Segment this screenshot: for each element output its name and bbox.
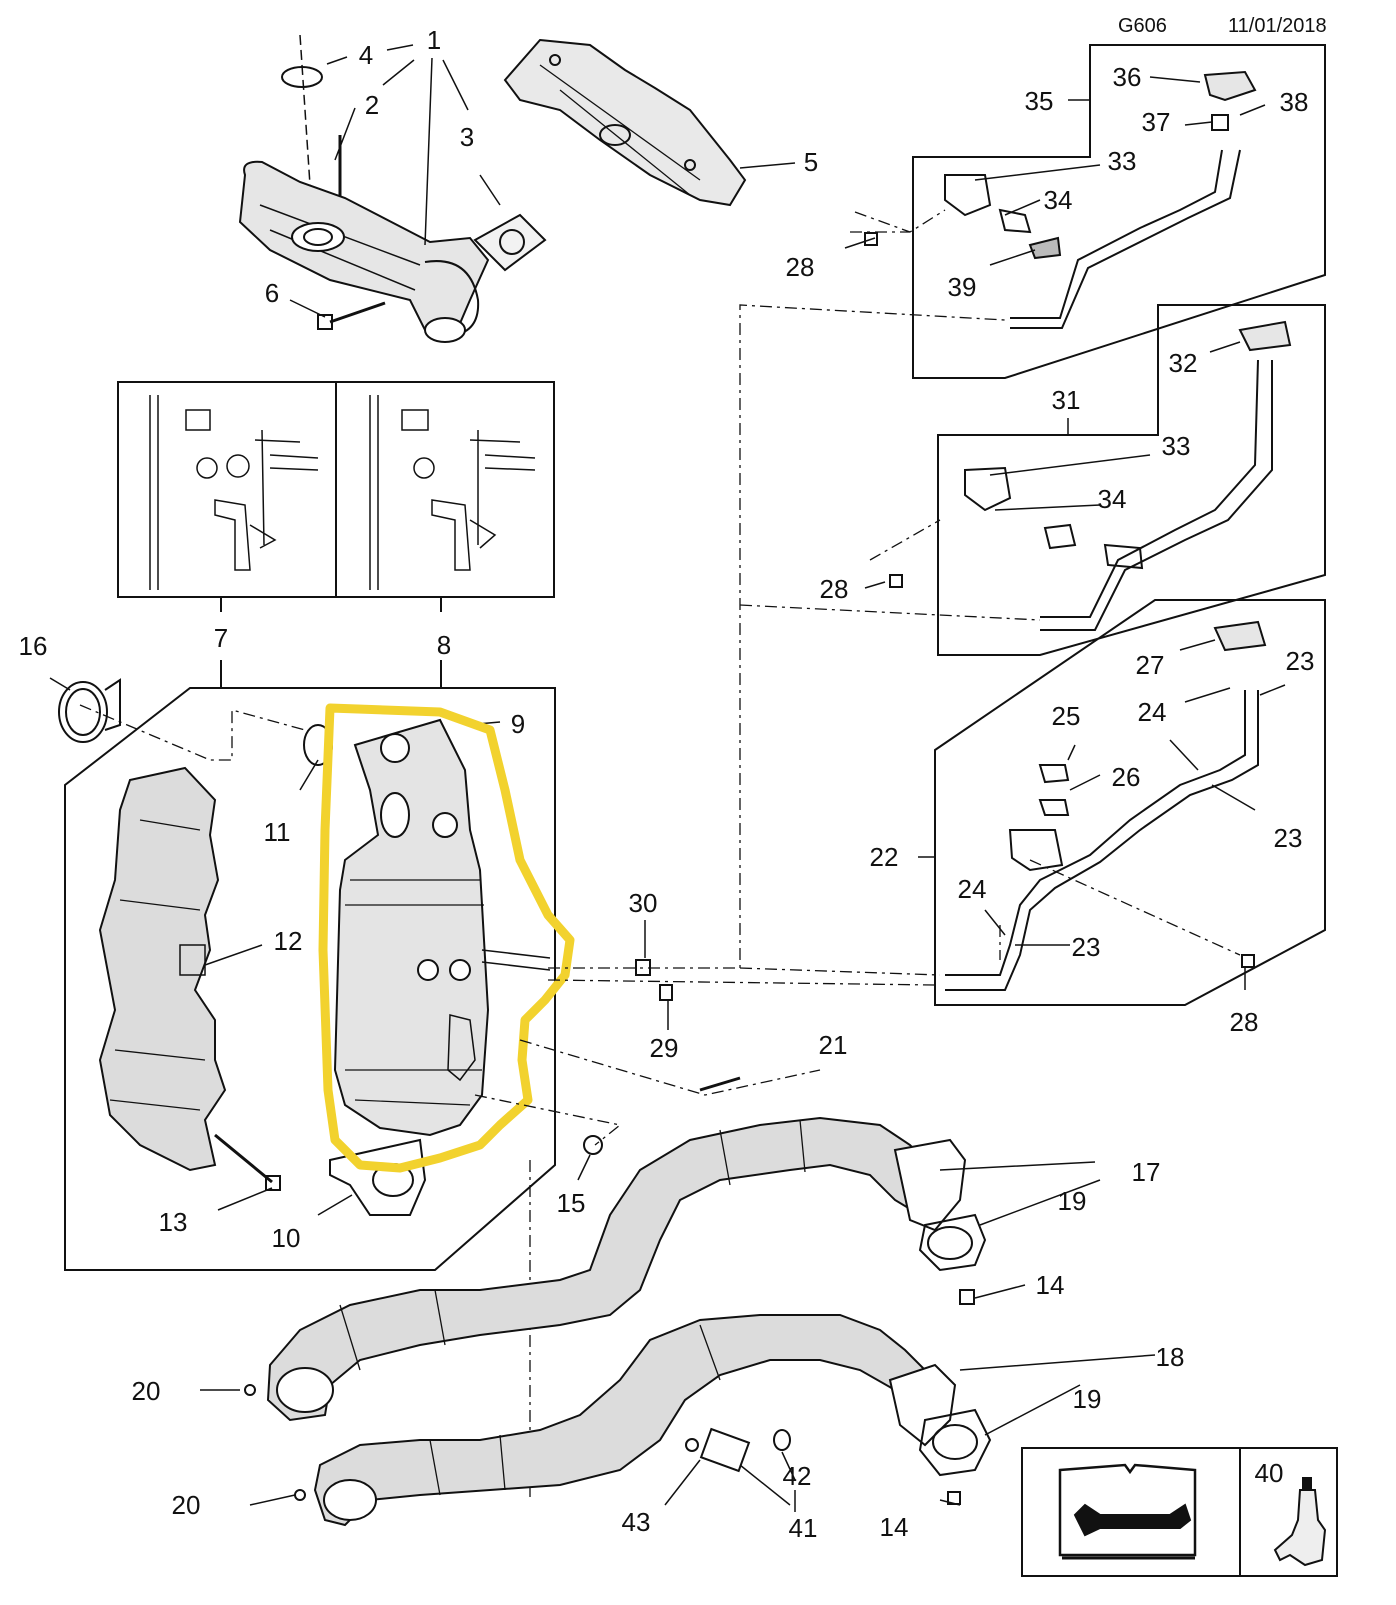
callout-19-lower: 19 xyxy=(1072,1384,1102,1414)
bracket-detail-8 xyxy=(369,395,536,590)
callout-23-c: 23 xyxy=(1071,932,1101,962)
callout-5: 5 xyxy=(803,147,819,177)
exhaust-manifold-drawing xyxy=(238,34,547,343)
callout-7: 7 xyxy=(213,623,229,653)
callout-28-b: 28 xyxy=(819,574,849,604)
diagram-code: G606 xyxy=(1118,15,1167,37)
highlight-outline xyxy=(318,703,575,1173)
callout-21: 21 xyxy=(818,1030,848,1060)
callout-18: 18 xyxy=(1155,1342,1185,1372)
callout-2: 2 xyxy=(364,90,380,120)
callout-14-upper: 14 xyxy=(1035,1270,1065,1300)
pressure-sensor-pipe-22 xyxy=(945,620,1267,991)
pressure-sensor-pipe-35 xyxy=(944,70,1257,329)
gasket-19-upper xyxy=(918,1213,987,1272)
clamp-16 xyxy=(58,678,121,743)
callout-24-a: 24 xyxy=(1137,697,1167,727)
heat-shield-upper-drawing xyxy=(503,38,796,207)
callout-37: 37 xyxy=(1141,107,1171,137)
callout-40: 40 xyxy=(1254,1458,1284,1488)
callout-32: 32 xyxy=(1168,348,1198,378)
callout-11: 11 xyxy=(263,817,291,847)
callout-27: 27 xyxy=(1135,650,1165,680)
callout-3: 3 xyxy=(459,122,475,152)
bolt-13 xyxy=(214,1133,281,1211)
callout-22: 22 xyxy=(869,842,899,872)
callout-10: 10 xyxy=(271,1223,301,1253)
callout-9: 9 xyxy=(510,709,526,739)
callout-33-a: 33 xyxy=(1107,146,1137,176)
callout-16: 16 xyxy=(18,631,48,661)
callout-34-a: 34 xyxy=(1043,185,1073,215)
callout-8: 8 xyxy=(436,630,452,660)
callout-13: 13 xyxy=(158,1207,188,1237)
gasket-19-lower xyxy=(918,1408,992,1477)
callout-17: 17 xyxy=(1131,1157,1161,1187)
diagram-date: 11/01/2018 xyxy=(1228,15,1327,37)
pressure-sensor-pipe-31 xyxy=(964,320,1292,631)
callout-6: 6 xyxy=(264,278,280,308)
callout-23-b: 23 xyxy=(1273,823,1303,853)
callout-28-c: 28 xyxy=(1229,1007,1259,1037)
callout-23-a: 23 xyxy=(1285,646,1315,676)
callout-15: 15 xyxy=(556,1188,586,1218)
callout-41: 41 xyxy=(788,1513,818,1543)
callout-33-b: 33 xyxy=(1161,431,1191,461)
callout-4: 4 xyxy=(358,40,374,70)
bracket-detail-7 xyxy=(149,395,319,590)
callout-30: 30 xyxy=(628,888,658,918)
callout-36: 36 xyxy=(1112,62,1142,92)
exhaust-pipe-17 xyxy=(266,1116,967,1422)
callout-25: 25 xyxy=(1051,701,1081,731)
sensor-41-parts xyxy=(685,1427,791,1473)
callout-42: 42 xyxy=(782,1461,812,1491)
callout-26: 26 xyxy=(1111,762,1141,792)
callout-28-a: 28 xyxy=(785,252,815,282)
callout-38: 38 xyxy=(1279,87,1309,117)
callout-31: 31 xyxy=(1051,385,1081,415)
callout-24-b: 24 xyxy=(957,874,987,904)
exhaust-heat-shield-12 xyxy=(98,766,227,1172)
exhaust-pipe-18 xyxy=(313,1314,957,1527)
callout-35: 35 xyxy=(1024,86,1054,116)
sealant-bottle-icon xyxy=(1273,1477,1327,1567)
callout-34-b: 34 xyxy=(1097,484,1127,514)
catalytic-converter-drawing xyxy=(333,718,551,1137)
callout-20-upper: 20 xyxy=(131,1376,161,1406)
callout-1: 1 xyxy=(426,25,442,55)
callout-29: 29 xyxy=(649,1033,679,1063)
callout-19-upper: 19 xyxy=(1057,1186,1087,1216)
callout-20-lower: 20 xyxy=(171,1490,201,1520)
callout-14-lower: 14 xyxy=(879,1512,909,1542)
callout-12: 12 xyxy=(273,926,303,956)
callout-39: 39 xyxy=(947,272,977,302)
callout-43: 43 xyxy=(621,1507,651,1537)
service-manual-icon xyxy=(1058,1463,1197,1560)
